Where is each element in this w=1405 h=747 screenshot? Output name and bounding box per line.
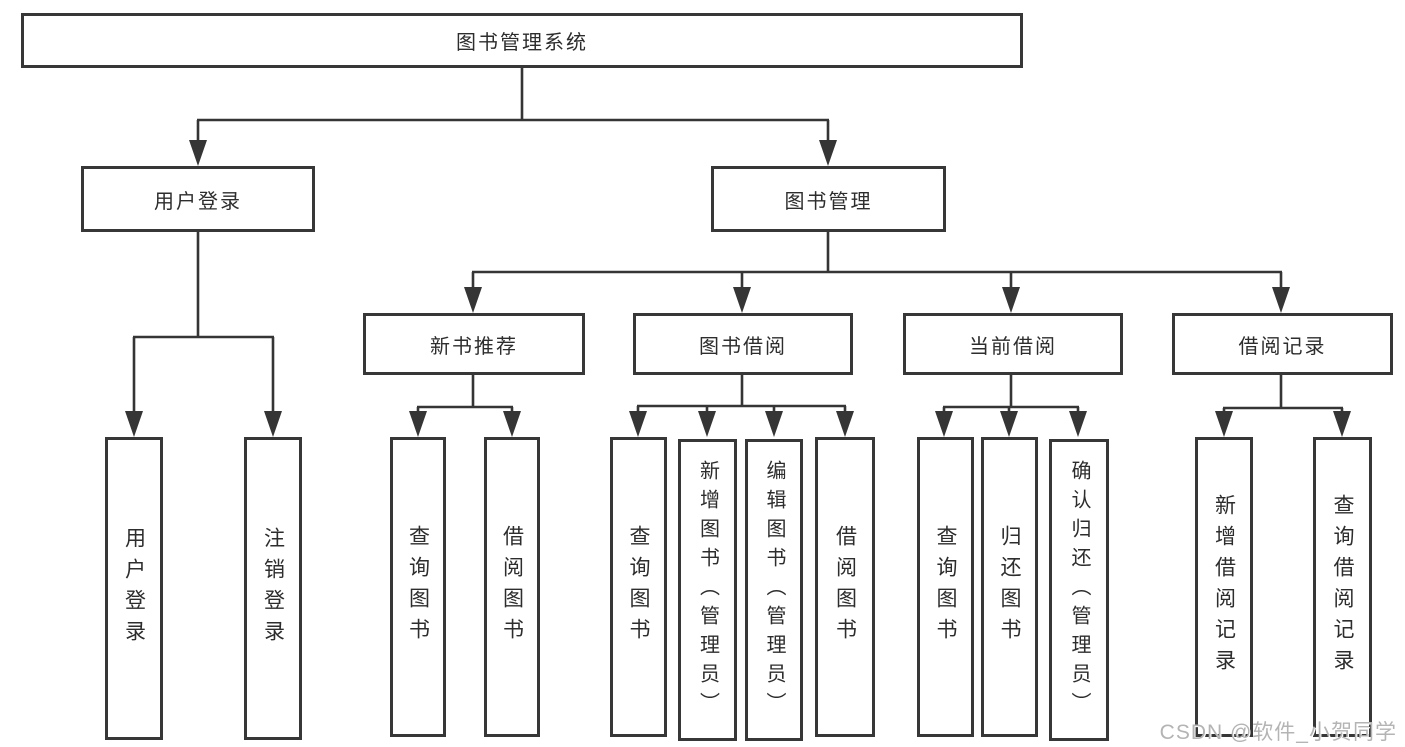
node-book-management: 图书管理: [711, 166, 946, 232]
node-cb-query-book: 查询图书: [917, 437, 974, 737]
node-book-borrow: 图书借阅: [633, 313, 853, 375]
node-borrow-records: 借阅记录: [1172, 313, 1393, 375]
node-br-query-record: 查询借阅记录: [1313, 437, 1372, 737]
node-user-login-action: 用户登录: [105, 437, 163, 740]
node-bb-borrow-book: 借阅图书: [815, 437, 875, 737]
node-nbr-query-book: 查询图书: [390, 437, 446, 737]
node-nbr-borrow-book: 借阅图书: [484, 437, 540, 737]
node-cb-return-book: 归还图书: [981, 437, 1038, 737]
csdn-watermark: CSDN @软件_小贺同学: [1159, 721, 1397, 744]
node-bb-edit-book-admin: 编辑图书（管理员）: [745, 439, 803, 741]
node-user-login: 用户登录: [81, 166, 315, 232]
node-root-system: 图书管理系统: [21, 13, 1023, 68]
node-bb-add-book-admin: 新增图书（管理员）: [678, 439, 737, 741]
node-br-add-record: 新增借阅记录: [1195, 437, 1253, 737]
node-logout-action: 注销登录: [244, 437, 302, 740]
node-current-borrow: 当前借阅: [903, 313, 1123, 375]
node-bb-query-book: 查询图书: [610, 437, 667, 737]
node-new-book-recommend: 新书推荐: [363, 313, 585, 375]
node-cb-confirm-return-admin: 确认归还（管理员）: [1049, 439, 1109, 741]
